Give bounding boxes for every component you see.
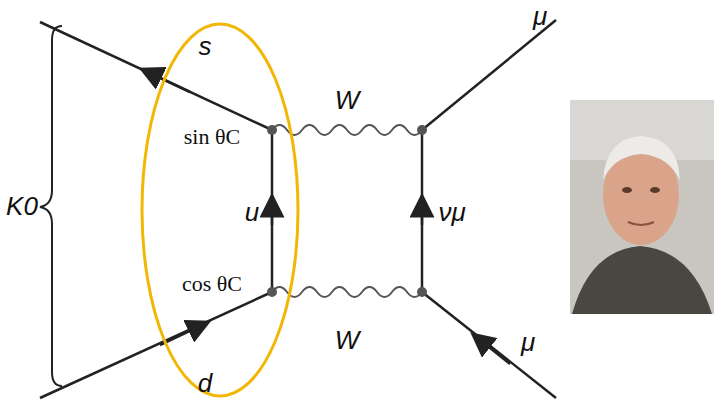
quark-label: s bbox=[199, 33, 212, 59]
portrait-photo bbox=[570, 100, 714, 314]
d-quark-line bbox=[40, 292, 272, 398]
vertex-dot bbox=[417, 287, 427, 297]
w-boson-line bbox=[272, 125, 422, 135]
brace bbox=[40, 26, 62, 386]
highlight-ellipse bbox=[142, 24, 298, 396]
vertex-dot bbox=[417, 125, 427, 135]
arrow bbox=[480, 340, 510, 364]
arrow bbox=[271, 205, 274, 225]
boson-label: W bbox=[335, 327, 360, 353]
coupling-label: sin θC bbox=[184, 126, 240, 148]
coupling-label: cos θC bbox=[182, 273, 242, 295]
arrow bbox=[150, 73, 190, 92]
boson-label: W bbox=[335, 87, 360, 113]
vertex-dot bbox=[267, 125, 277, 135]
w-boson-line bbox=[272, 287, 422, 297]
arrow bbox=[421, 205, 424, 225]
u-quark-line bbox=[271, 130, 274, 292]
lepton-label: νμ bbox=[438, 199, 465, 225]
quark-label: u bbox=[245, 199, 259, 225]
lepton-label: μ bbox=[533, 3, 547, 29]
muon-line bbox=[422, 20, 556, 130]
meson-label: K0 bbox=[6, 193, 38, 219]
s-quark-line bbox=[40, 22, 272, 130]
lepton-label: μ bbox=[521, 329, 535, 355]
quark-label: d bbox=[198, 370, 212, 396]
neutrino-line bbox=[421, 130, 424, 292]
muon-line bbox=[422, 292, 556, 398]
vertex-dot bbox=[267, 287, 277, 297]
